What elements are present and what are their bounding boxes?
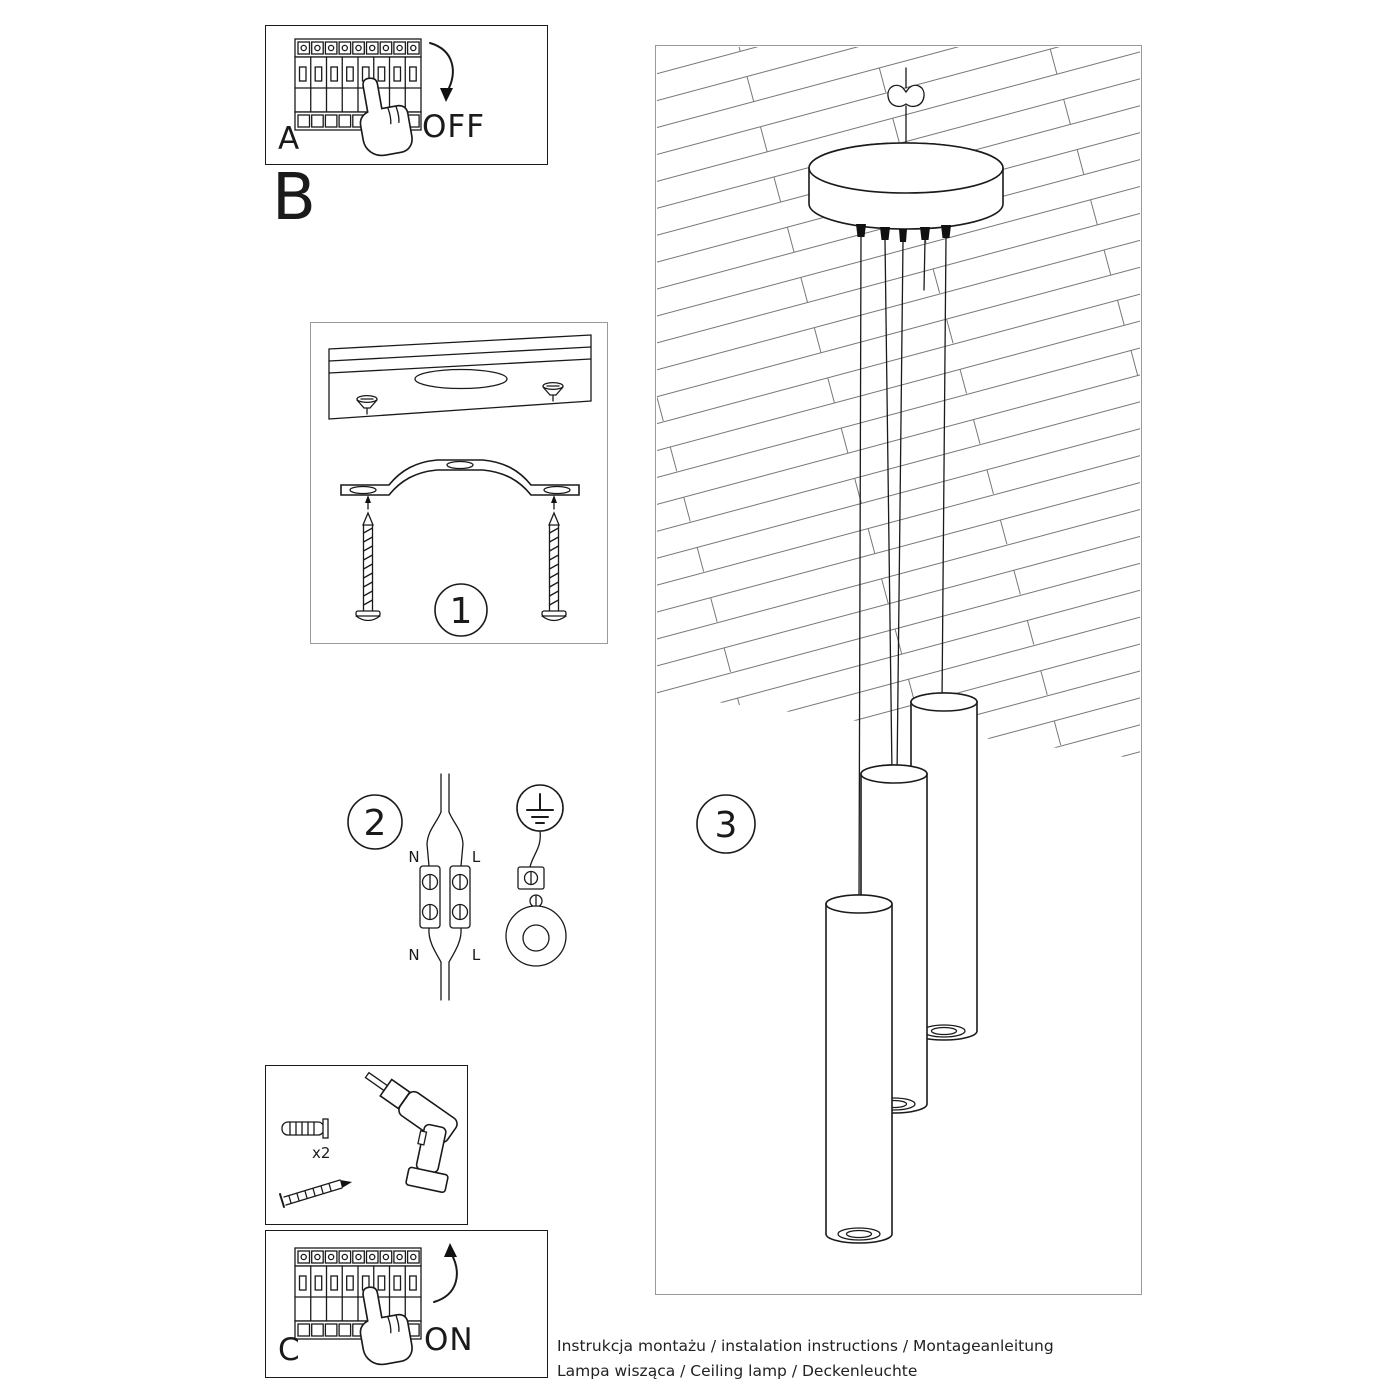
wall-plug-icon bbox=[281, 1118, 329, 1139]
ground-terminal-icon bbox=[505, 866, 567, 967]
wiring-illustration: 2 N L N L bbox=[347, 773, 567, 1001]
wire-label-n-top: N bbox=[408, 848, 419, 866]
off-label: OFF bbox=[422, 109, 486, 145]
ceiling-planks bbox=[657, 47, 1140, 759]
ground-symbol-icon bbox=[516, 784, 564, 832]
footer: Instrukcja montażu / instalation instruc… bbox=[557, 1334, 1054, 1384]
up-arrow-icon bbox=[365, 495, 557, 510]
screw-icon bbox=[541, 511, 567, 622]
pendant-cylinder-left bbox=[825, 894, 893, 1244]
step-3-number: 3 bbox=[715, 805, 738, 846]
step-1-number: 1 bbox=[450, 591, 473, 632]
terminal-block-icon bbox=[419, 865, 471, 929]
pendant-lamp-illustration: 3 bbox=[657, 47, 1140, 1244]
step-3-panel: 3 bbox=[655, 45, 1142, 1295]
step-a-panel: OFF A bbox=[265, 25, 548, 165]
step-2-number: 2 bbox=[364, 803, 387, 844]
step-b-label: B bbox=[272, 161, 316, 235]
wire-label-l-bottom: L bbox=[472, 946, 481, 964]
junction-hole bbox=[414, 368, 508, 390]
mounting-bracket-icon bbox=[340, 459, 580, 496]
pressing-hand-icon bbox=[359, 1286, 413, 1366]
tools-panel: x2 bbox=[265, 1065, 468, 1225]
step-2-badge: 2 bbox=[347, 794, 403, 850]
off-arrow-icon bbox=[429, 42, 454, 102]
ground-wire bbox=[529, 830, 541, 868]
wire-split-icon bbox=[426, 773, 464, 1001]
plug-quantity-label: x2 bbox=[312, 1144, 330, 1162]
footer-line-1: Instrukcja montażu / instalation instruc… bbox=[557, 1337, 1054, 1355]
bracket-mounting-illustration: 1 bbox=[328, 334, 592, 637]
pressing-hand-icon bbox=[359, 77, 413, 157]
wire-label-l-top: L bbox=[472, 848, 481, 866]
step-c-label: C bbox=[278, 1332, 300, 1368]
step-3-badge: 3 bbox=[696, 794, 756, 854]
step-1-panel: 1 bbox=[310, 322, 608, 644]
wire-label-n-bottom: N bbox=[408, 946, 419, 964]
drill-icon bbox=[364, 1071, 458, 1194]
on-arrow-icon bbox=[433, 1243, 458, 1303]
step-c-panel: ON C bbox=[265, 1230, 548, 1378]
on-label: ON bbox=[424, 1322, 474, 1358]
tools-illustration: x2 bbox=[279, 1071, 458, 1208]
screw-icon bbox=[355, 511, 381, 622]
ceiling-hook-icon bbox=[887, 67, 925, 144]
ceiling-icon bbox=[328, 334, 592, 420]
canopy bbox=[808, 142, 1004, 230]
step-1-badge: 1 bbox=[434, 583, 488, 637]
cable-glands bbox=[856, 224, 951, 242]
screw-icon bbox=[279, 1179, 352, 1208]
screw-head-icon bbox=[356, 381, 564, 415]
footer-line-2: Lampa wisząca / Ceiling lamp / Deckenleu… bbox=[557, 1362, 918, 1380]
step-a-label: A bbox=[278, 121, 300, 157]
suspension-cables bbox=[858, 236, 947, 905]
